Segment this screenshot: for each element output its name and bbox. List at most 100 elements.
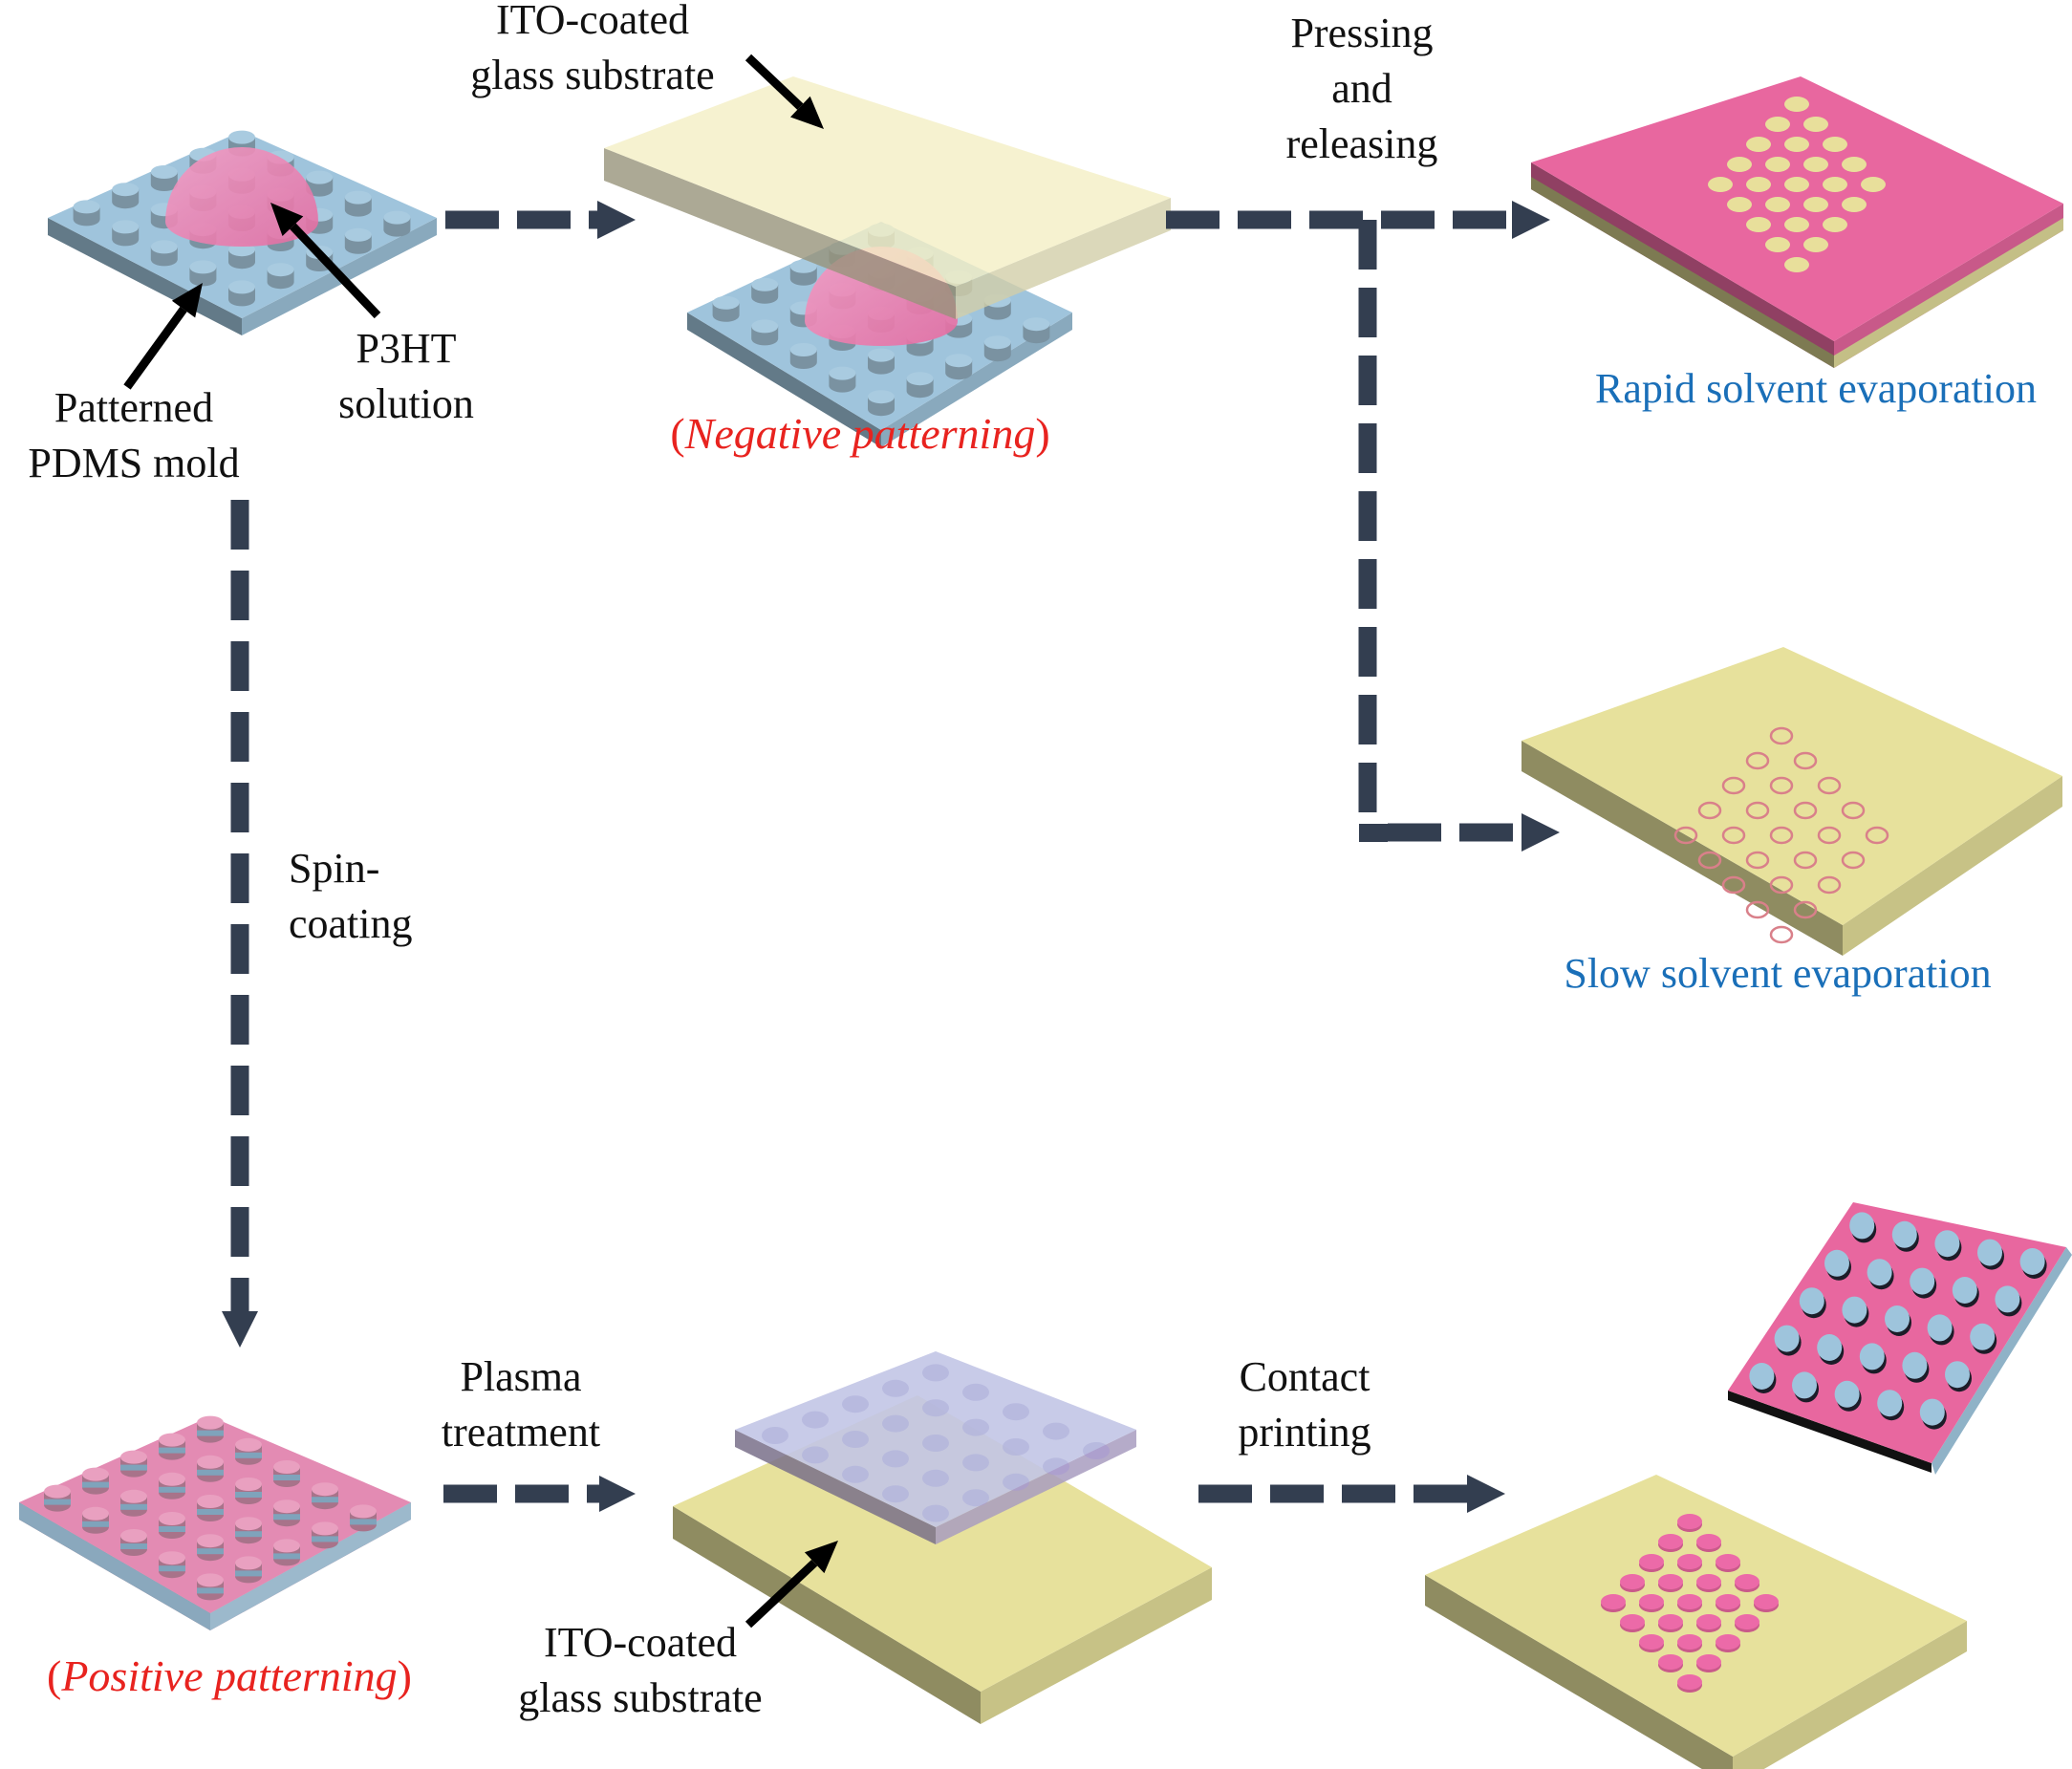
stamp-stud-ghost <box>962 1418 989 1436</box>
stud-band <box>197 1587 224 1594</box>
lifted-stud <box>1817 1334 1843 1361</box>
arrow-contact-printing-head <box>1467 1475 1505 1513</box>
ring <box>1697 851 1722 870</box>
stud-band <box>273 1553 300 1560</box>
arrow-branch-down-dash <box>1358 288 1377 337</box>
arrow-plasma-dash <box>443 1484 497 1503</box>
pointer-ito-top-head <box>790 96 824 129</box>
label-line: treatment <box>441 1409 601 1456</box>
stud-band <box>235 1492 262 1498</box>
paren-open: ( <box>670 409 685 458</box>
coated-stud-top <box>82 1467 109 1481</box>
printed-dot <box>1620 1614 1645 1629</box>
ring <box>1793 851 1818 870</box>
hole <box>1784 97 1809 112</box>
press-stud-top <box>789 259 817 273</box>
lifted-stud <box>1799 1287 1824 1315</box>
stamp-stud-ghost <box>922 1435 949 1452</box>
arrow-branch-down-dash <box>1358 220 1377 270</box>
stud-band <box>197 1469 224 1476</box>
printed-substrate-right-side <box>1733 1621 1967 1769</box>
coated-stud-top <box>197 1534 224 1548</box>
hole <box>1803 237 1828 252</box>
arrow-mold-to-press-head <box>597 201 636 239</box>
stamp-stud-ghost <box>842 1395 869 1413</box>
ito-glass-top-right-side <box>956 198 1171 319</box>
arrow-press-to-rapid-dash <box>1166 210 1219 229</box>
lifted-stud <box>1952 1277 1977 1304</box>
coated-stud-top <box>273 1499 300 1514</box>
stamp-over-ito-substrate <box>673 1351 1212 1724</box>
printed-dot <box>1677 1634 1702 1650</box>
coated-stud-top <box>159 1551 185 1565</box>
hole <box>1765 197 1790 212</box>
ring <box>1745 801 1770 820</box>
press-stud-top <box>1023 317 1050 332</box>
stamp-stud-ghost <box>1043 1457 1069 1476</box>
press-stud-top <box>868 390 895 404</box>
mold-stud-top <box>306 170 334 184</box>
lifted-stud <box>1919 1398 1945 1426</box>
lifted-stud <box>1970 1323 1996 1350</box>
coated-stud-top <box>197 1415 224 1430</box>
printed-dot <box>1677 1594 1702 1609</box>
hole <box>1803 117 1828 132</box>
ring <box>1841 851 1866 870</box>
label-text: Negative patterning <box>684 409 1036 458</box>
lifted-stud <box>1891 1220 1917 1248</box>
ring <box>1769 826 1794 845</box>
ring <box>1817 875 1842 895</box>
mold-stud-top <box>228 280 255 294</box>
paren-open: ( <box>47 1651 62 1700</box>
arrow-spin-coating-dash <box>230 1066 249 1115</box>
lifted-stud <box>1995 1285 2020 1313</box>
press-mold-left-side <box>687 313 881 447</box>
coated-stud-top <box>159 1433 185 1447</box>
rapid-substrate-left <box>1531 177 1834 368</box>
stamp-left-side <box>735 1430 936 1544</box>
label-line: glass substrate <box>518 1674 763 1721</box>
arrow-plasma-head <box>599 1476 636 1512</box>
press-stud-top <box>751 319 779 334</box>
hole <box>1784 137 1809 152</box>
pointer-pdms-head <box>171 283 203 318</box>
ring <box>1769 776 1794 795</box>
label-ito-bottom: ITO-coated glass substrate <box>497 1615 784 1726</box>
hole <box>1842 197 1867 212</box>
label-rapid-evaporation: Rapid solvent evaporation <box>1558 361 2072 417</box>
stamp-stud-ghost <box>1083 1442 1110 1459</box>
hole <box>1765 157 1790 172</box>
coated-stud-top <box>197 1455 224 1469</box>
label-line: ITO-coated <box>496 0 689 43</box>
arrow-plasma-dash <box>515 1484 569 1503</box>
pointer-p3ht-shaft <box>290 223 381 319</box>
stamp-stud-ghost <box>1003 1473 1029 1491</box>
printed-dot <box>1677 1554 1702 1569</box>
arrow-contact-printing-dash <box>1270 1484 1324 1503</box>
ring <box>1817 826 1842 845</box>
ring <box>1721 776 1746 795</box>
press-stud-top <box>789 343 817 356</box>
mold-stud-top <box>112 183 140 197</box>
lifted-stud <box>1902 1351 1928 1379</box>
stamp-pdms-layer <box>735 1351 1136 1527</box>
label-line: ITO-coated <box>544 1619 737 1666</box>
stud-band <box>197 1548 224 1555</box>
coated-stud-top <box>159 1472 185 1486</box>
arrow-spin-coating-dash <box>230 712 249 762</box>
stamp-stud-ghost <box>882 1414 909 1433</box>
stamp-stud-ghost <box>922 1504 949 1522</box>
arrow-press-to-rapid-dash <box>1309 210 1363 229</box>
lifted-stud <box>1934 1230 1960 1258</box>
printed-dot <box>1620 1574 1645 1589</box>
label-line: and <box>1331 65 1392 112</box>
arrow-press-to-rapid-dash <box>1381 210 1435 229</box>
printed-dot <box>1639 1594 1664 1609</box>
lifted-stud <box>1910 1267 1935 1295</box>
coated-stud-top <box>235 1478 262 1491</box>
printed-dot <box>1601 1594 1626 1609</box>
printed-dot <box>1696 1534 1721 1549</box>
ring <box>1817 776 1842 795</box>
label-line: Spin- <box>289 845 380 892</box>
lifted-stud <box>1885 1305 1910 1332</box>
